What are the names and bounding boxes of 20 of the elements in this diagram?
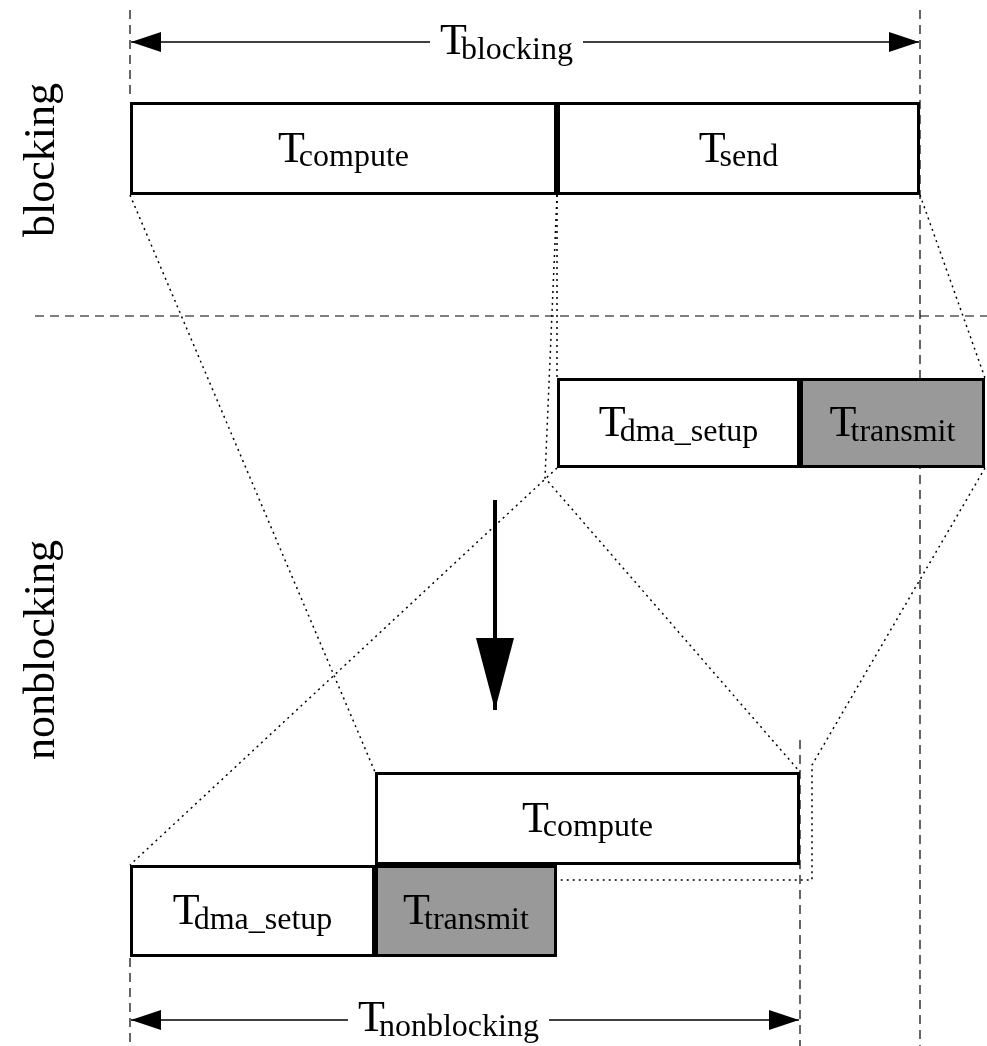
mapping-line xyxy=(129,467,558,866)
time-box xyxy=(557,378,800,468)
section-label: nonblocking xyxy=(18,540,62,760)
mapping-line xyxy=(556,194,558,379)
duration-label: T$_{transmit}$ xyxy=(403,888,529,934)
shaded-time-box xyxy=(375,865,557,957)
time-box xyxy=(130,102,557,195)
duration-label: T$_{dma_setup}$ xyxy=(598,400,759,446)
time-box xyxy=(557,102,920,195)
duration-label: T$_{transmit}$ xyxy=(829,400,956,446)
mapping-line xyxy=(129,194,376,773)
duration-label: T$_{dma_setup}$ xyxy=(172,888,333,934)
duration-label: T$_{send}$ xyxy=(698,125,779,172)
section-label: blocking xyxy=(18,83,62,237)
time-box xyxy=(375,772,800,865)
time-box xyxy=(130,865,375,957)
duration-label: T$_{compute}$ xyxy=(277,125,410,172)
mapping-line xyxy=(919,194,986,379)
duration-label: T$_{compute}$ xyxy=(521,795,654,842)
shaded-time-box xyxy=(800,378,985,468)
